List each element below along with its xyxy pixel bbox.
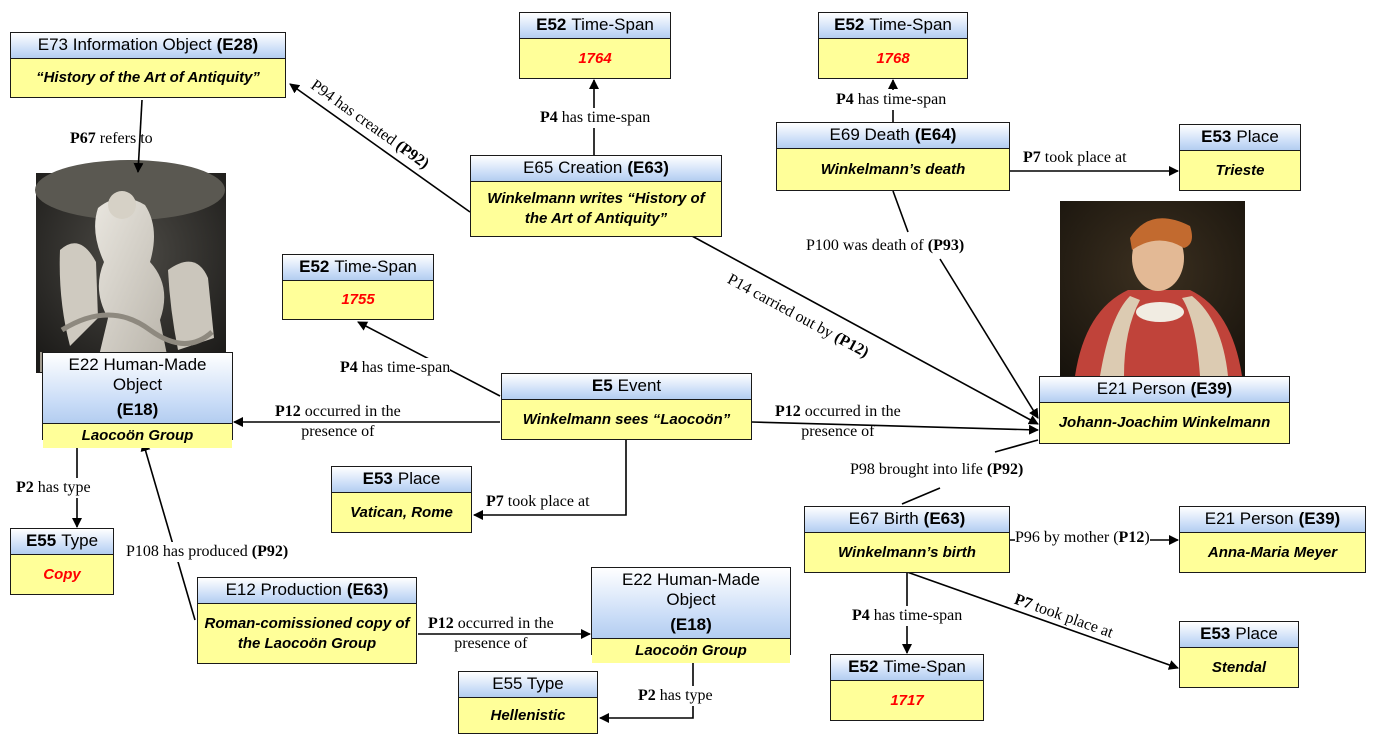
value-1768: 1768 xyxy=(819,39,967,78)
value-anna-maria-meyer: Anna-Maria Meyer xyxy=(1180,533,1365,572)
edge-p100 xyxy=(892,190,909,233)
value-vatican-rome: Vatican, Rome xyxy=(332,493,471,532)
label-p100: P100 was death of (P93) xyxy=(806,236,965,256)
label-p2-copy: P2 has type xyxy=(16,478,91,498)
node-e69-death: E69 Death(E64) Winkelmann’s death xyxy=(776,122,1010,191)
value-winkelmann-sees: Winkelmann sees “Laocoön” xyxy=(502,400,751,439)
label-p67: P67 refers to xyxy=(70,130,153,147)
label-p2-hell: P2 has type xyxy=(638,686,713,706)
value-winkelmanns-birth: Winkelmann’s birth xyxy=(805,533,1009,572)
value-1717: 1717 xyxy=(831,681,983,720)
value-hellenistic: Hellenistic xyxy=(459,698,597,733)
node-type-hellenistic: E55 Type Hellenistic xyxy=(458,671,598,734)
label-p7-trieste: P7 took place at xyxy=(1023,149,1127,166)
value-1764: 1764 xyxy=(520,39,670,78)
edge-p2-hell xyxy=(599,656,694,723)
edge-p100b xyxy=(939,258,1039,419)
node-e73-information-object: E73 Information Object(E28) “History of … xyxy=(10,32,286,98)
node-e12-production: E12 Production(E63) Roman-comissioned co… xyxy=(197,577,417,664)
value-winkelmanns-death: Winkelmann’s death xyxy=(777,149,1009,190)
edge-p7-stendal xyxy=(906,571,1179,670)
node-e65-creation: E65 Creation(E63) Winkelmann writes “His… xyxy=(470,155,722,237)
label-p7-vatican: P7 took place at xyxy=(486,493,590,510)
edge-p12-right xyxy=(751,421,1039,435)
laocoon-sculpture-image xyxy=(35,160,226,373)
value-history-of-art: “History of the Art of Antiquity” xyxy=(11,59,285,97)
value-trieste: Trieste xyxy=(1180,151,1300,190)
node-e22-laocoon-b: E22 Human-Made Object(E18) Laocoön Group xyxy=(591,567,791,663)
label-p4-1764: P4 has time-span xyxy=(540,108,651,128)
label-p4-1768: P4 has time-span xyxy=(836,90,947,110)
winkelmann-portrait-image xyxy=(1060,201,1245,376)
edge-p14 xyxy=(691,235,1039,425)
node-e22-laocoon: E22 Human-Made Object(E18) Laocoön Group xyxy=(42,352,233,448)
value-laocoon-group-b: Laocoön Group xyxy=(592,639,790,663)
value-1755: 1755 xyxy=(283,281,433,319)
node-e21-anna-maria-meyer: E21 Person(E39) Anna-Maria Meyer xyxy=(1179,506,1366,573)
edge-p7-vatican xyxy=(473,440,627,520)
value-stendal: Stendal xyxy=(1180,648,1298,687)
node-e67-birth: E67 Birth(E63) Winkelmann’s birth xyxy=(804,506,1010,573)
edge-p67 xyxy=(133,99,144,173)
label-p108: P108 has produced (P92) xyxy=(126,542,289,562)
label-p4-1755: P4 has time-span xyxy=(340,358,451,378)
label-p98: P98 brought into life (P92) xyxy=(850,460,1024,480)
value-roman-copy: Roman-comissioned copy of the Laocoön Gr… xyxy=(198,604,416,663)
value-winkelmann-writes: Winkelmann writes “History of the Art of… xyxy=(471,182,721,236)
edge-p98b xyxy=(901,487,941,505)
node-e21-winkelmann: E21 Person(E39) Johann-Joachim Winkelman… xyxy=(1039,376,1290,444)
edge-p94 xyxy=(289,83,471,213)
value-laocoon-group: Laocoön Group xyxy=(43,424,232,448)
value-copy: Copy xyxy=(11,555,113,594)
value-johann-joachim-winkelmann: Johann-Joachim Winkelmann xyxy=(1040,403,1289,443)
edge-p98a xyxy=(994,439,1039,453)
edge-p108 xyxy=(140,441,196,621)
label-p96: P96 by mother (P12) xyxy=(1015,528,1150,548)
label-p4-1717: P4 has time-span xyxy=(852,606,963,626)
